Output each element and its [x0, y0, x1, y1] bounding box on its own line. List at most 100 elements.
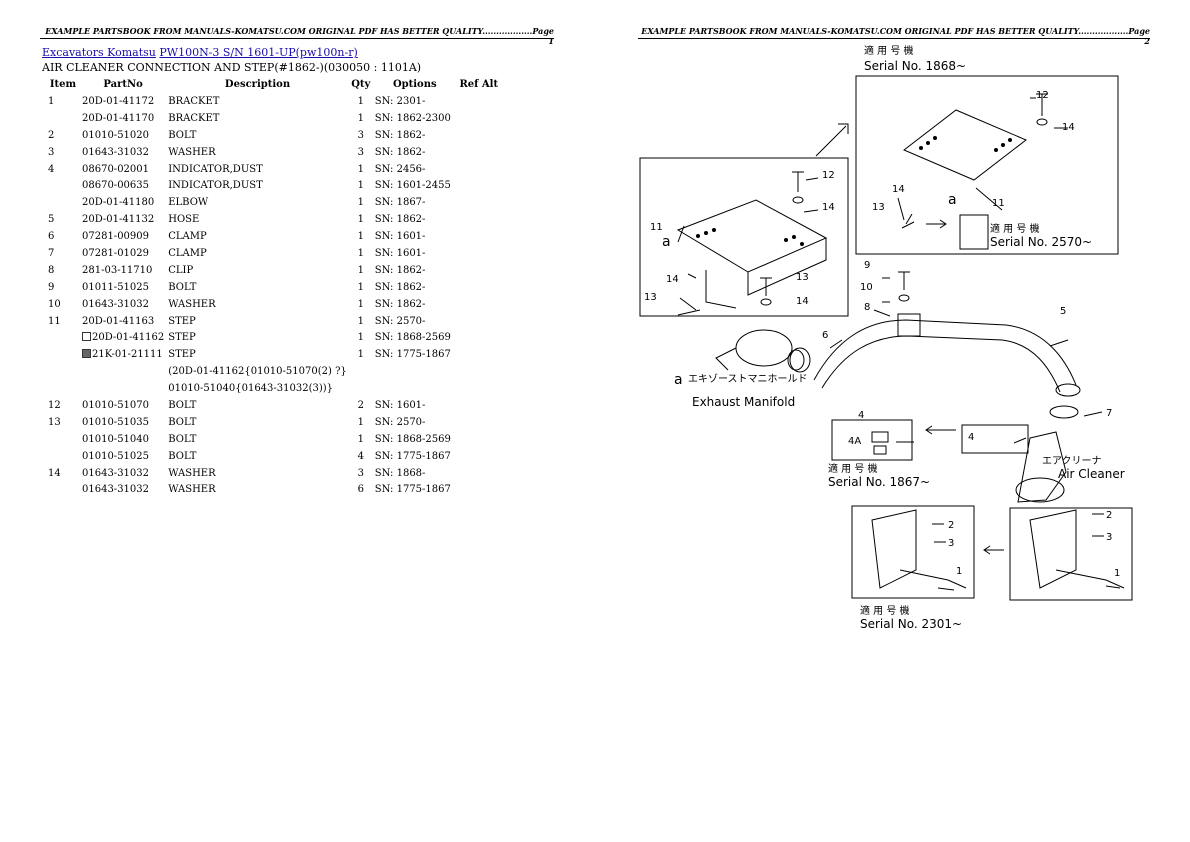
inset-indicator-1867	[831, 419, 913, 461]
cell-options: SN: 1867-	[374, 197, 426, 209]
breadcrumb-link-model[interactable]: PW100N-3 S/N 1601-UP(pw100n-r)	[159, 46, 358, 59]
cell-qty: 1	[357, 231, 364, 243]
inset-step-2570	[959, 214, 989, 250]
cell-qty	[349, 380, 373, 397]
label-applicable-2570: 適 用 号 機	[990, 222, 1040, 235]
label-aircleaner-jp: エアクリーナ	[1042, 455, 1102, 467]
cell-options: SN: 1862-	[374, 281, 426, 293]
cell-ref-alt	[457, 211, 501, 228]
cell-qty: 1	[357, 332, 364, 344]
partno-text: 21K-01-21111	[92, 349, 163, 361]
label-serial-1868: Serial No. 1868~	[864, 59, 966, 73]
cell-options: SN: 1862-	[374, 129, 426, 141]
cell-ref-alt	[457, 346, 501, 363]
cell-partno: 01010-51070	[82, 399, 150, 411]
cell-partno: 20D-01-41132	[82, 214, 155, 226]
callout-14b: 14	[892, 184, 905, 195]
cell-ref-alt	[457, 245, 501, 262]
cell-partno: 281-03-11710	[82, 264, 153, 276]
cell-partno: 07281-00909	[82, 231, 150, 243]
cell-options: SN: 2301-	[374, 95, 426, 107]
col-ref-alt: Ref Alt	[459, 79, 499, 90]
cell-options: SN: 1601-2455	[374, 180, 451, 192]
cell-item: 5	[48, 214, 55, 226]
label-serial-1867: Serial No. 1867~	[828, 475, 930, 489]
col-partno: PartNo	[103, 79, 143, 90]
col-qty: Qty	[351, 79, 371, 90]
cell-qty: 6	[357, 484, 364, 496]
cell-ref-alt	[457, 296, 501, 313]
callout-14: 14	[1062, 122, 1075, 133]
cell-partno: 20D-01-41170	[82, 112, 155, 124]
cell-description: BOLT	[168, 129, 197, 141]
cell-qty: 1	[357, 315, 364, 327]
callout-2: 2	[948, 520, 954, 531]
cell-qty: 1	[357, 298, 364, 310]
cell-qty: 3	[357, 146, 364, 158]
cell-options: SN: 1775-1867	[374, 349, 451, 361]
parts-table-header: Item PartNo Description Qty Options Ref …	[44, 76, 501, 93]
col-options: Options	[392, 79, 437, 90]
cell-item	[44, 481, 80, 498]
table-row: 01010-51040{01643-31032(3))}	[44, 380, 501, 397]
cell-qty: 3	[357, 129, 364, 141]
label-serial-2570: Serial No. 2570~	[990, 235, 1092, 249]
cell-description: INDICATOR,DUST	[168, 180, 263, 192]
breadcrumb: Excavators Komatsu PW100N-3 S/N 1601-UP(…	[42, 46, 358, 59]
cell-partno: 01010-51025	[82, 450, 150, 462]
cell-description: STEP	[168, 332, 196, 344]
cell-options: SN: 2570-	[374, 315, 426, 327]
breadcrumb-link-category[interactable]: Excavators Komatsu	[42, 46, 156, 59]
cell-description: BOLT	[168, 281, 197, 293]
cell-partno: 08670-00635	[82, 180, 150, 192]
cell-ref-alt	[457, 127, 501, 144]
cell-partno: 07281-01029	[82, 247, 150, 259]
section-title: AIR CLEANER CONNECTION AND STEP(#1862-)(…	[42, 61, 422, 74]
cell-description: ELBOW	[168, 197, 209, 209]
cell-description: (20D-01-41162{01010-51070(2) ?}	[168, 366, 347, 378]
cell-item: 8	[48, 264, 55, 276]
callout-3: 3	[948, 538, 954, 549]
cell-options: SN: 1868-2569	[374, 332, 451, 344]
callout-6: 6	[822, 330, 828, 341]
callout-8: 8	[864, 302, 870, 313]
callout-12: 12	[1036, 90, 1049, 101]
cell-description: HOSE	[168, 214, 200, 226]
callout-13: 13	[872, 202, 885, 213]
cell-qty: 1	[357, 247, 364, 259]
cell-description: INDICATOR,DUST	[168, 163, 263, 175]
cell-ref-alt	[457, 177, 501, 194]
page-header-right: EXAMPLE PARTSBOOK FROM MANUALS-KOMATSU.C…	[638, 26, 1150, 46]
cell-ref-alt	[457, 279, 501, 296]
cell-partno: 08670-02001	[82, 163, 150, 175]
cell-item: 6	[48, 231, 55, 243]
col-description: Description	[224, 79, 291, 90]
cell-qty: 1	[357, 197, 364, 209]
cell-options: SN: 1775-1867	[374, 450, 451, 462]
cell-description: CLAMP	[168, 247, 207, 259]
cell-options	[373, 380, 457, 397]
cell-description: WASHER	[168, 146, 216, 158]
cell-partno: 20D-01-41163	[82, 315, 155, 327]
cell-description: CLAMP	[168, 231, 207, 243]
cell-qty: 1	[357, 349, 364, 361]
cell-item: 14	[48, 467, 61, 479]
cell-item	[44, 346, 80, 363]
cell-partno: 20D-01-41180	[82, 197, 155, 209]
cell-description: BOLT	[168, 450, 197, 462]
cell-options: SN: 1775-1867	[374, 484, 451, 496]
cell-description: BOLT	[168, 416, 197, 428]
callout-11b: 11	[650, 222, 663, 233]
cell-item: 9	[48, 281, 55, 293]
callout-14d: 14	[666, 274, 679, 285]
cell-qty: 1	[357, 214, 364, 226]
col-item: Item	[49, 79, 77, 90]
cell-item: 10	[48, 298, 61, 310]
